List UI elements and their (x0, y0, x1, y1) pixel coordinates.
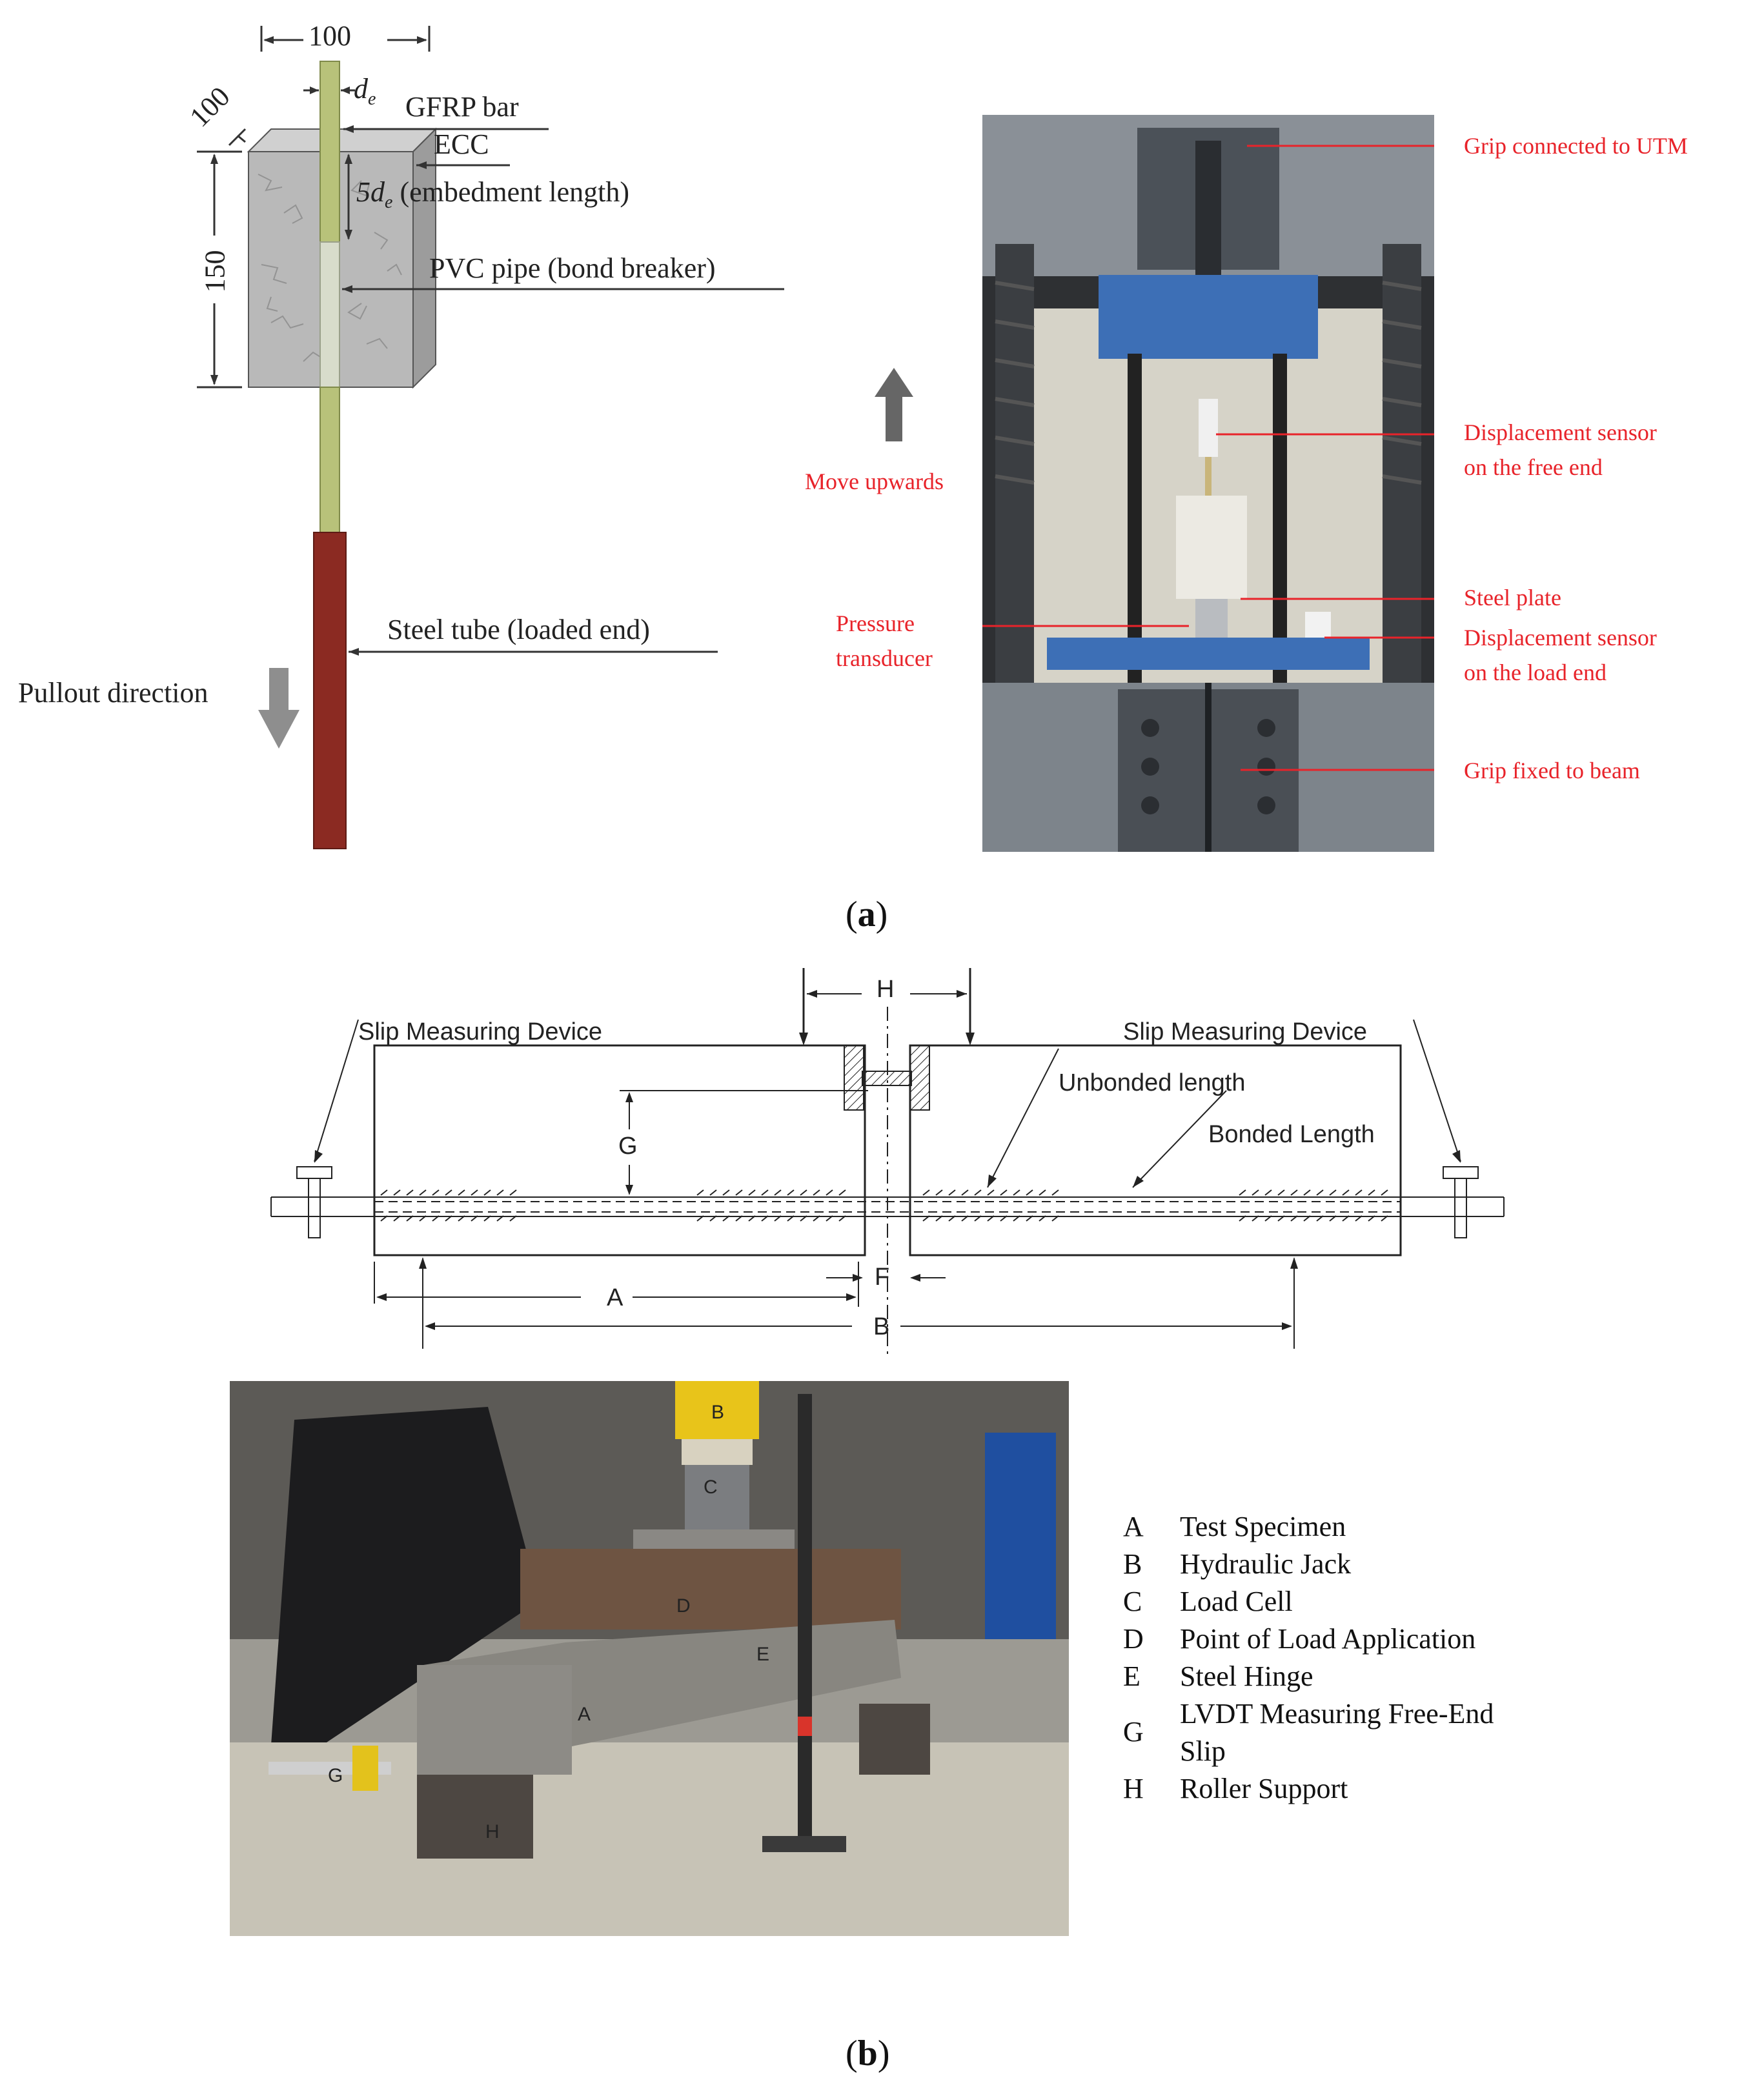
dim-width-label: 100 (309, 20, 351, 52)
slip-device-right-label: Slip Measuring Device (1123, 1018, 1368, 1045)
dim-height-label: 150 (199, 250, 231, 293)
dim-a-label: A (607, 1284, 623, 1311)
unbonded-length-label: Unbonded length (1059, 1069, 1246, 1096)
pvc-pipe-label: PVC pipe (bond breaker) (429, 252, 716, 284)
photo-tag-d: D (676, 1595, 691, 1617)
dim-g-label: G (618, 1133, 638, 1160)
label-disp-free-line2: on the free end (1464, 454, 1603, 480)
label-pressure-line2: transducer (836, 645, 933, 671)
pullout-direction-label: Pullout direction (18, 677, 208, 709)
move-upwards-arrow (875, 368, 913, 441)
label-pressure-line1: Pressure (836, 610, 915, 636)
utm-test-photo (982, 115, 1434, 852)
dim-b-label: B (873, 1313, 890, 1340)
photo-tag-g: G (328, 1765, 343, 1786)
beam-test-schematic (270, 968, 1505, 1355)
slip-device-left-label: Slip Measuring Device (358, 1018, 603, 1045)
photo-tag-c: C (704, 1477, 718, 1498)
label-disp-load-line1: Displacement sensor (1464, 625, 1657, 651)
embedment-length-label: 5de (embedment length) (356, 176, 629, 212)
beam-test-photo (230, 1381, 1069, 1936)
de-label: de (354, 73, 376, 109)
dim-h-label: H (877, 976, 895, 1003)
caption-a: (a) (846, 894, 888, 934)
photo-tag-e: E (756, 1644, 770, 1665)
label-disp-free-line1: Displacement sensor (1464, 419, 1657, 445)
photo-tag-a: A (578, 1704, 591, 1725)
label-grip-utm: Grip connected to UTM (1464, 133, 1688, 159)
ecc-label: ECC (434, 128, 489, 160)
label-grip-beam: Grip fixed to beam (1464, 758, 1640, 783)
caption-b: (b) (846, 2033, 890, 2073)
pullout-specimen-sketch (197, 26, 784, 849)
steel-tube-label: Steel tube (loaded end) (387, 614, 650, 645)
label-move-upwards: Move upwards (805, 469, 944, 494)
gfrp-bar-label: GFRP bar (405, 91, 519, 123)
photo-tag-h: H (485, 1821, 500, 1842)
label-disp-load-line2: on the load end (1464, 660, 1607, 685)
photo-tag-b: B (711, 1402, 725, 1423)
dim-f-label: F (875, 1264, 890, 1291)
label-steel-plate: Steel plate (1464, 585, 1561, 610)
bonded-length-label: Bonded Length (1208, 1121, 1375, 1148)
